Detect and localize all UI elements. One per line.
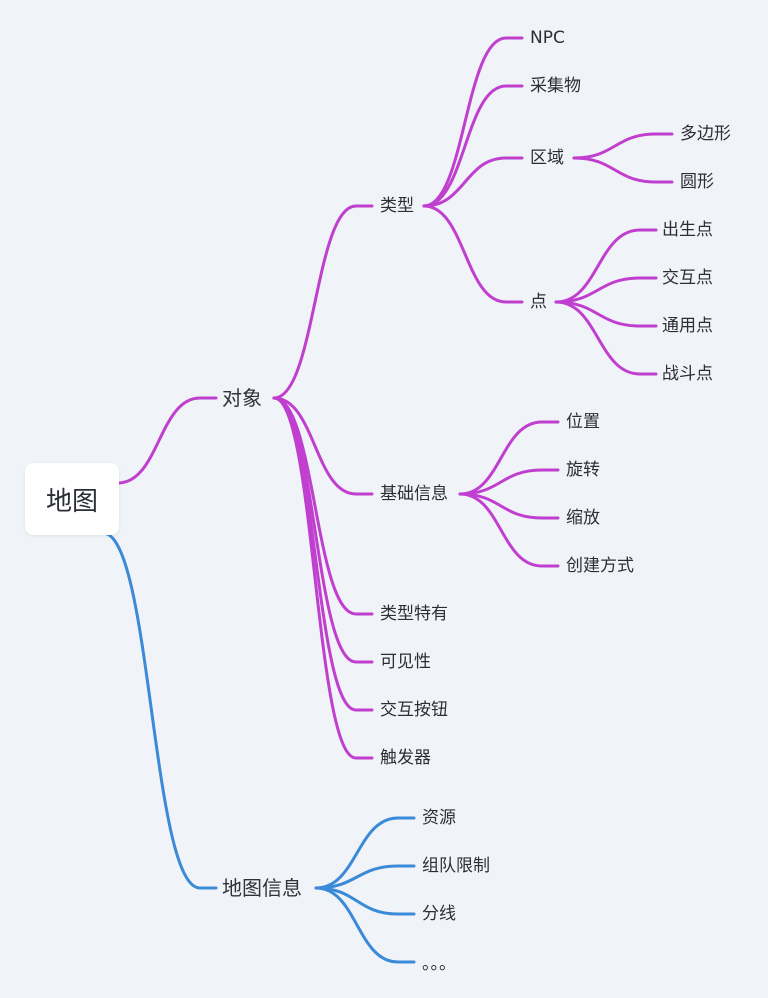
link-root-mapinfo <box>101 531 218 890</box>
node-circle[interactable]: 圆形 <box>680 172 714 192</box>
node-basic-info[interactable]: 基础信息 <box>380 484 448 504</box>
node-trigger[interactable]: 触发器 <box>380 748 431 768</box>
node-area[interactable]: 区域 <box>530 148 564 168</box>
node-team-limit[interactable]: 组队限制 <box>422 856 490 876</box>
link-point-spawn <box>554 228 658 304</box>
link-point-battle <box>554 300 658 376</box>
link-object-trigger <box>272 396 374 760</box>
link-point-general <box>554 300 658 328</box>
node-type[interactable]: 类型 <box>380 196 414 216</box>
node-polygon[interactable]: 多边形 <box>680 124 731 144</box>
link-object-visibility <box>272 396 374 664</box>
node-spawn-point[interactable]: 出生点 <box>662 220 713 240</box>
link-type-point <box>422 204 524 304</box>
link-mapinfo-team <box>314 864 416 890</box>
link-basic-create <box>458 492 560 568</box>
node-more[interactable]: 。。。 <box>422 954 456 974</box>
link-mapinfo-more <box>314 886 416 964</box>
node-point[interactable]: 点 <box>530 292 547 312</box>
link-basic-scale <box>458 492 560 520</box>
node-npc[interactable]: NPC <box>530 28 565 48</box>
node-interact-button[interactable]: 交互按钮 <box>380 700 448 720</box>
root-node-map[interactable]: 地图 <box>25 463 119 535</box>
node-visibility[interactable]: 可见性 <box>380 652 431 672</box>
node-type-specific[interactable]: 类型特有 <box>380 604 448 624</box>
node-interact-point[interactable]: 交互点 <box>662 268 713 288</box>
link-mapinfo-line <box>314 886 416 916</box>
node-map-info[interactable]: 地图信息 <box>222 876 302 900</box>
root-label: 地图 <box>45 486 98 517</box>
link-object-basic <box>272 396 374 496</box>
node-rotation[interactable]: 旋转 <box>566 460 600 480</box>
link-mapinfo-resource <box>314 816 416 890</box>
link-basic-position <box>458 420 560 496</box>
link-root-object <box>116 396 218 485</box>
node-line-split[interactable]: 分线 <box>422 904 456 924</box>
link-point-interact <box>554 276 658 304</box>
link-area-polygon <box>572 132 674 160</box>
node-create-method[interactable]: 创建方式 <box>566 556 634 576</box>
node-position[interactable]: 位置 <box>566 412 600 432</box>
link-type-npc <box>422 36 524 208</box>
link-object-type <box>272 204 374 400</box>
node-general-point[interactable]: 通用点 <box>662 316 713 336</box>
node-gather[interactable]: 采集物 <box>530 76 581 96</box>
node-resource[interactable]: 资源 <box>422 808 456 828</box>
link-type-area <box>422 156 524 208</box>
link-area-circle <box>572 156 674 184</box>
node-battle-point[interactable]: 战斗点 <box>662 364 713 384</box>
node-object[interactable]: 对象 <box>222 386 262 410</box>
link-basic-rotation <box>458 468 560 496</box>
link-type-gather <box>422 84 524 208</box>
node-scale[interactable]: 缩放 <box>566 508 600 528</box>
